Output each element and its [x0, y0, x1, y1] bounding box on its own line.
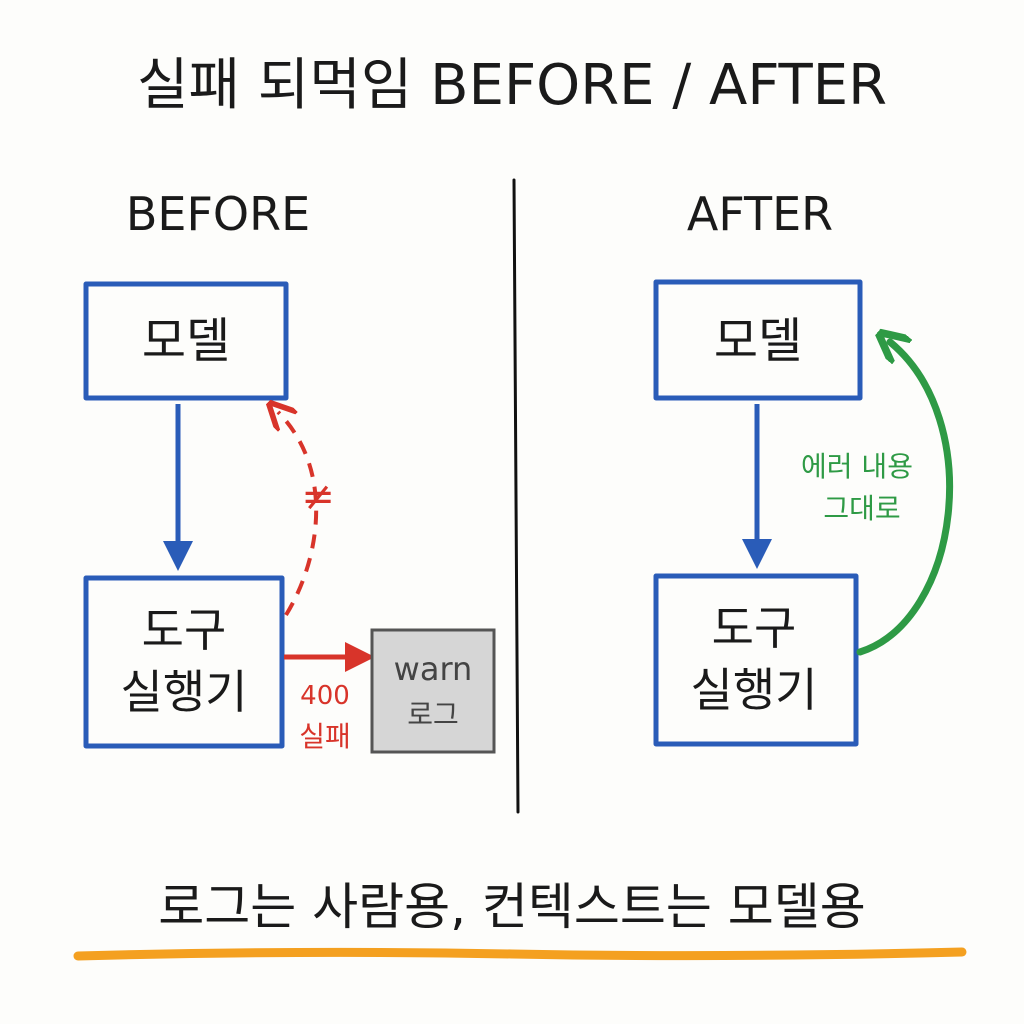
- blocked-mark: ≠: [301, 474, 335, 520]
- after-model-label: 모델: [714, 313, 802, 369]
- fail-label-line1: 400: [300, 681, 350, 711]
- caption-underline: [73, 947, 967, 961]
- warn-log-line2: 로그: [407, 698, 459, 731]
- after-tool-box: [653, 573, 859, 747]
- feedback-label-line2: 그대로: [823, 492, 900, 525]
- before-blocked-feedback-arrow: [278, 412, 319, 617]
- after-heading: AFTER: [687, 187, 833, 241]
- before-tool-box: [83, 575, 285, 749]
- after-tool-label-line1: 도구: [712, 601, 797, 655]
- before-heading: BEFORE: [126, 187, 310, 241]
- fail-label-line2: 실패: [299, 720, 351, 753]
- bottom-caption: 로그는 사람용, 컨텍스트는 모델용: [158, 878, 866, 936]
- before-tool-label-line1: 도구: [142, 603, 227, 657]
- diagram-title: 실패 되먹임 BEFORE / AFTER: [137, 53, 887, 118]
- before-model-label: 모델: [142, 313, 230, 369]
- warn-log-line1: warn: [394, 650, 473, 688]
- before-model-box: [83, 281, 289, 401]
- center-divider: [512, 178, 520, 814]
- warn-log-box: [370, 628, 496, 754]
- feedback-label-line1: 에러 내용: [801, 450, 913, 483]
- after-tool-label-line2: 실행기: [691, 663, 818, 717]
- after-model-box: [653, 279, 863, 401]
- before-tool-label-line2: 실행기: [121, 665, 248, 719]
- after-feedback-arrow: [856, 342, 954, 656]
